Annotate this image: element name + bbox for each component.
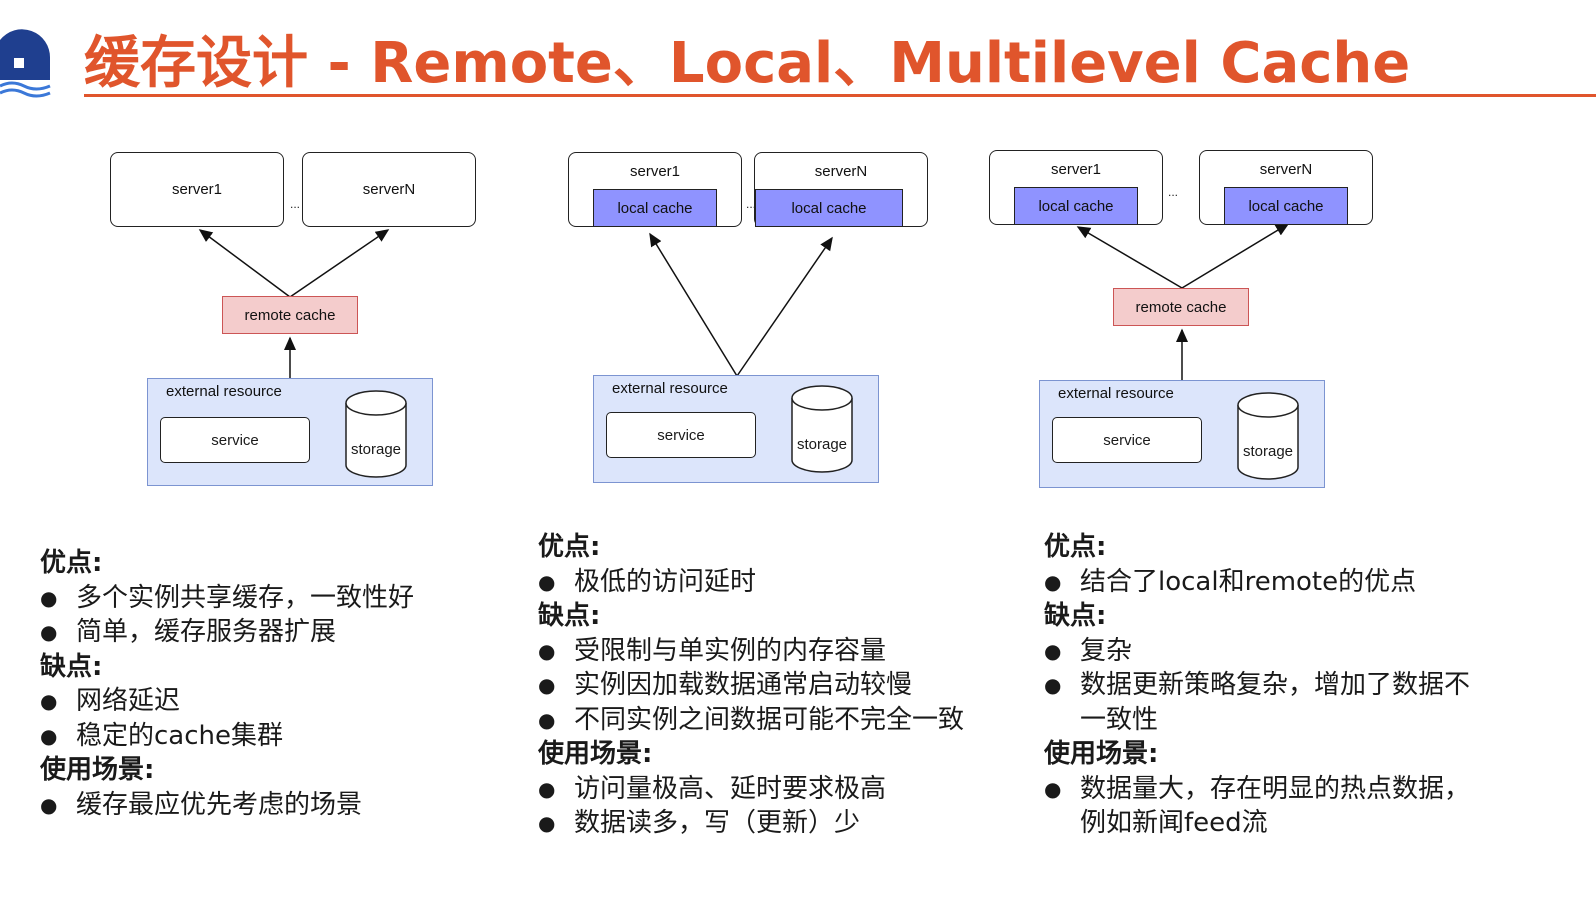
local-cache-box: local cache	[593, 189, 717, 227]
diagram2-serverN: serverN local cache	[754, 152, 928, 227]
notes-local: 优点: 极低的访问延时 缺点: 受限制与单实例的内存容量 实例因加载数据通常启动…	[538, 530, 1038, 841]
use-heading: 使用场景:	[538, 739, 653, 769]
servers-ellipsis: ...	[1168, 185, 1179, 199]
use-heading: 使用场景:	[1044, 739, 1159, 769]
diagram1-serverN: serverN	[302, 152, 476, 227]
cons-heading: 缺点:	[1044, 601, 1107, 631]
list-item: 多个实例共享缓存，一致性好	[40, 581, 500, 616]
pros-heading: 优点:	[538, 532, 601, 562]
storage-cylinder	[345, 390, 407, 478]
list-item-continuation: 一致性	[1080, 704, 1159, 735]
pros-heading: 优点:	[1044, 532, 1107, 562]
service-box: service	[1052, 417, 1202, 463]
servers-ellipsis: ...	[746, 197, 757, 211]
service-box: service	[160, 417, 310, 463]
notes-multilevel: 优点: 结合了local和remote的优点 缺点: 复杂 数据更新策略复杂，增…	[1044, 530, 1564, 841]
list-item: 网络延迟	[40, 684, 500, 719]
list-item: 缓存最应优先考虑的场景	[40, 788, 500, 823]
external-resource-label: external resource	[612, 380, 728, 397]
servers-ellipsis: ...	[290, 197, 301, 211]
local-cache-box: local cache	[755, 189, 903, 227]
list-item-continuation: 例如新闻feed流	[1080, 808, 1268, 838]
notes-remote: 优点: 多个实例共享缓存，一致性好 简单，缓存服务器扩展 缺点: 网络延迟 稳定…	[40, 546, 500, 822]
list-item: 极低的访问延时	[538, 565, 1038, 600]
list-item: 数据量大，存在明显的热点数据，	[1044, 772, 1564, 807]
external-resource-label: external resource	[1058, 385, 1174, 402]
serverN-label: serverN	[814, 163, 868, 180]
cons-heading: 缺点:	[40, 651, 103, 682]
list-item: 数据更新策略复杂，增加了数据不	[1044, 668, 1564, 703]
cons-heading: 缺点:	[538, 601, 601, 631]
list-item: 稳定的cache集群	[40, 719, 500, 754]
diagram1-remote-cache: remote cache	[222, 296, 358, 334]
list-item: 结合了local和remote的优点	[1044, 565, 1564, 600]
diagram2-server1: server1 local cache	[568, 152, 742, 227]
list-item: 简单，缓存服务器扩展	[40, 615, 500, 650]
storage-cylinder	[791, 385, 853, 473]
local-cache-box: local cache	[1224, 187, 1348, 225]
list-item: 数据读多，写（更新）少	[538, 806, 1038, 841]
service-box: service	[606, 412, 756, 458]
title-divider	[84, 94, 1596, 97]
storage-label: storage	[350, 441, 402, 458]
diagram1-external-resource: external resource service storage	[147, 378, 433, 486]
page-title: 缓存设计 - Remote、Local、Multilevel Cache	[84, 31, 1411, 96]
serverN-label: serverN	[362, 181, 416, 198]
diagram3-server1: server1 local cache	[989, 150, 1163, 225]
logo-icon	[0, 29, 51, 98]
diagram3-remote-cache: remote cache	[1113, 288, 1249, 326]
list-item: 受限制与单实例的内存容量	[538, 634, 1038, 669]
storage-label: storage	[796, 436, 848, 453]
list-item: 实例因加载数据通常启动较慢	[538, 668, 1038, 703]
pros-heading: 优点:	[40, 548, 103, 578]
external-resource-label: external resource	[166, 383, 282, 400]
list-item: 访问量极高、延时要求极高	[538, 772, 1038, 807]
diagram2-external-resource: external resource service storage	[593, 375, 879, 483]
list-item: 复杂	[1044, 634, 1564, 669]
diagram1-server1: server1	[110, 152, 284, 227]
list-item: 不同实例之间数据可能不完全一致	[538, 703, 1038, 738]
serverN-label: serverN	[1259, 161, 1313, 178]
storage-label: storage	[1242, 443, 1294, 460]
server1-label: server1	[629, 163, 681, 180]
diagram3-external-resource: external resource service storage	[1039, 380, 1325, 488]
storage-cylinder	[1237, 392, 1299, 480]
use-heading: 使用场景:	[40, 755, 155, 785]
diagram3-serverN: serverN local cache	[1199, 150, 1373, 225]
server1-label: server1	[171, 181, 223, 198]
server1-label: server1	[1050, 161, 1102, 178]
local-cache-box: local cache	[1014, 187, 1138, 225]
